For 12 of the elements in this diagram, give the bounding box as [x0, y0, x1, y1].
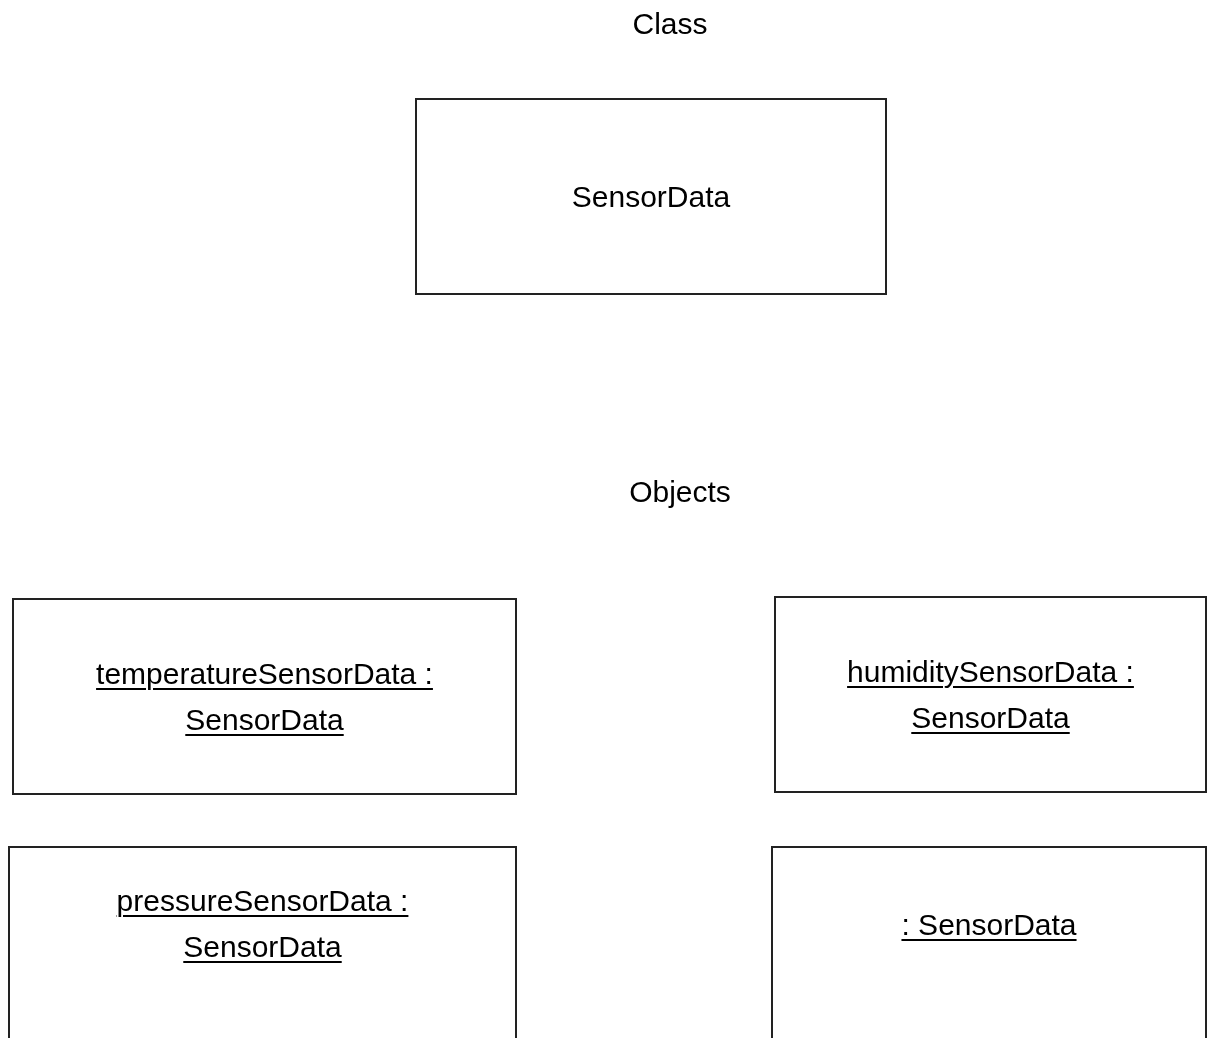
class-box — [415, 98, 887, 295]
object-name: pressureSensorData : SensorData — [115, 883, 410, 965]
section-heading: Objects — [628, 474, 732, 510]
object-box — [771, 846, 1207, 1038]
section-heading: Class — [631, 6, 709, 42]
object-box — [8, 846, 517, 1038]
object-box — [774, 596, 1207, 793]
object-name: temperatureSensorData : SensorData — [95, 655, 434, 738]
class-name: SensorData — [571, 178, 731, 215]
object-name: : SensorData — [901, 907, 1077, 943]
object-box — [12, 598, 517, 795]
object-name: humiditySensorData : SensorData — [846, 653, 1135, 736]
